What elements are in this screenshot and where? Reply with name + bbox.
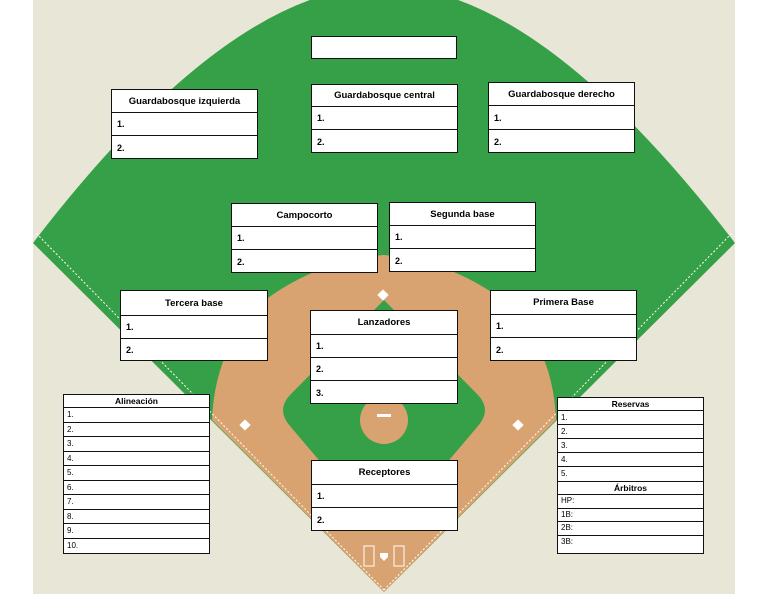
- shortstop-slot-2[interactable]: 2.: [237, 256, 245, 267]
- second-base-box: Segunda base 1. 2.: [389, 202, 536, 272]
- first-base-label: Primera Base: [491, 291, 636, 315]
- reserves-label: Reservas: [558, 398, 703, 411]
- right-field-slot-1[interactable]: 1.: [489, 106, 634, 130]
- umpires-label: Árbitros: [558, 481, 703, 495]
- right-field-label: Guardabosque derecho: [489, 83, 634, 106]
- shortstop-label: Campocorto: [232, 204, 377, 227]
- lineup-rows: 1.2.3.4.5.6.7.8.9.10.: [64, 408, 209, 553]
- umpire-slot-1[interactable]: HP:: [558, 495, 703, 509]
- pitching-rubber: [377, 414, 391, 417]
- shortstop-box: Campocorto 1. 2.: [231, 203, 378, 273]
- umpire-slot-3[interactable]: 2B:: [558, 522, 703, 536]
- right-batters-box: [393, 545, 405, 567]
- umpire-slot-2[interactable]: 1B:: [558, 509, 703, 522]
- home-plate: [380, 553, 388, 561]
- first-base-slot-2[interactable]: 2.: [496, 344, 504, 355]
- second-base-slot-1[interactable]: 1.: [390, 226, 535, 249]
- lineup-slot-10[interactable]: 10.: [67, 540, 79, 550]
- left-field-label: Guardabosque izquierda: [112, 90, 257, 113]
- right-field-slot-2[interactable]: 2.: [494, 136, 502, 147]
- lineup-slot-3[interactable]: 3.: [64, 437, 209, 452]
- lineup-slot-5[interactable]: 5.: [64, 466, 209, 481]
- umpire-slot-4[interactable]: 3B:: [561, 536, 574, 546]
- center-field-box: Guardabosque central 1. 2.: [311, 84, 458, 153]
- title-field[interactable]: [311, 36, 457, 59]
- second-base-slot-2[interactable]: 2.: [395, 255, 403, 266]
- left-field-slot-1[interactable]: 1.: [112, 113, 257, 136]
- left-field-slot-2[interactable]: 2.: [117, 142, 125, 153]
- lineup-slot-2[interactable]: 2.: [64, 423, 209, 437]
- third-base-slot-2[interactable]: 2.: [126, 345, 134, 355]
- third-base-bag: [239, 419, 251, 431]
- third-base-box: Tercera base 1. 2.: [120, 290, 268, 361]
- second-base-label: Segunda base: [390, 203, 535, 226]
- center-field-label: Guardabosque central: [312, 85, 457, 107]
- right-field-box: Guardabosque derecho 1. 2.: [488, 82, 635, 153]
- lineup-slot-7[interactable]: 7.: [64, 495, 209, 510]
- lineup-slot-1[interactable]: 1.: [64, 408, 209, 423]
- umpire-rows: HP:1B:2B:3B:: [558, 495, 703, 549]
- catcher-slot-1[interactable]: 1.: [312, 485, 457, 508]
- reserve-rows: 1.2.3.4. 5.: [558, 411, 703, 481]
- reserve-slot-5[interactable]: 5.: [561, 469, 568, 478]
- catcher-slot-2[interactable]: 2.: [317, 514, 325, 525]
- lineup-slot-9[interactable]: 9.: [64, 524, 209, 539]
- pitcher-slot-3[interactable]: 3.: [316, 387, 324, 398]
- pitchers-box: Lanzadores 1. 2. 3.: [310, 310, 458, 404]
- center-field-slot-2[interactable]: 2.: [317, 136, 325, 147]
- first-base-bag: [512, 419, 524, 431]
- lineup-box: Alineación 1.2.3.4.5.6.7.8.9.10.: [63, 394, 210, 554]
- first-base-box: Primera Base 1. 2.: [490, 290, 637, 361]
- shortstop-slot-1[interactable]: 1.: [232, 227, 377, 250]
- second-base-bag: [377, 289, 389, 301]
- pitchers-mound: [360, 396, 408, 444]
- catchers-box: Receptores 1. 2.: [311, 460, 458, 531]
- first-base-slot-1[interactable]: 1.: [491, 315, 636, 338]
- reserves-box: Reservas 1.2.3.4. 5. Árbitros HP:1B:2B:3B…: [557, 397, 704, 554]
- reserve-slot-3[interactable]: 3.: [558, 439, 703, 453]
- left-batters-box: [363, 545, 375, 567]
- left-field-box: Guardabosque izquierda 1. 2.: [111, 89, 258, 159]
- lineup-slot-6[interactable]: 6.: [64, 481, 209, 495]
- reserve-slot-2[interactable]: 2.: [558, 425, 703, 439]
- lineup-slot-8[interactable]: 8.: [64, 510, 209, 524]
- third-base-label: Tercera base: [121, 291, 267, 316]
- pitcher-slot-2[interactable]: 2.: [311, 358, 457, 381]
- reserve-slot-1[interactable]: 1.: [558, 411, 703, 425]
- pitcher-slot-1[interactable]: 1.: [311, 335, 457, 358]
- lineup-slot-4[interactable]: 4.: [64, 452, 209, 466]
- reserve-slot-4[interactable]: 4.: [558, 453, 703, 467]
- center-field-slot-1[interactable]: 1.: [312, 107, 457, 130]
- third-base-slot-1[interactable]: 1.: [121, 316, 267, 339]
- lineup-label: Alineación: [64, 395, 209, 408]
- pitchers-label: Lanzadores: [311, 311, 457, 335]
- catchers-label: Receptores: [312, 461, 457, 485]
